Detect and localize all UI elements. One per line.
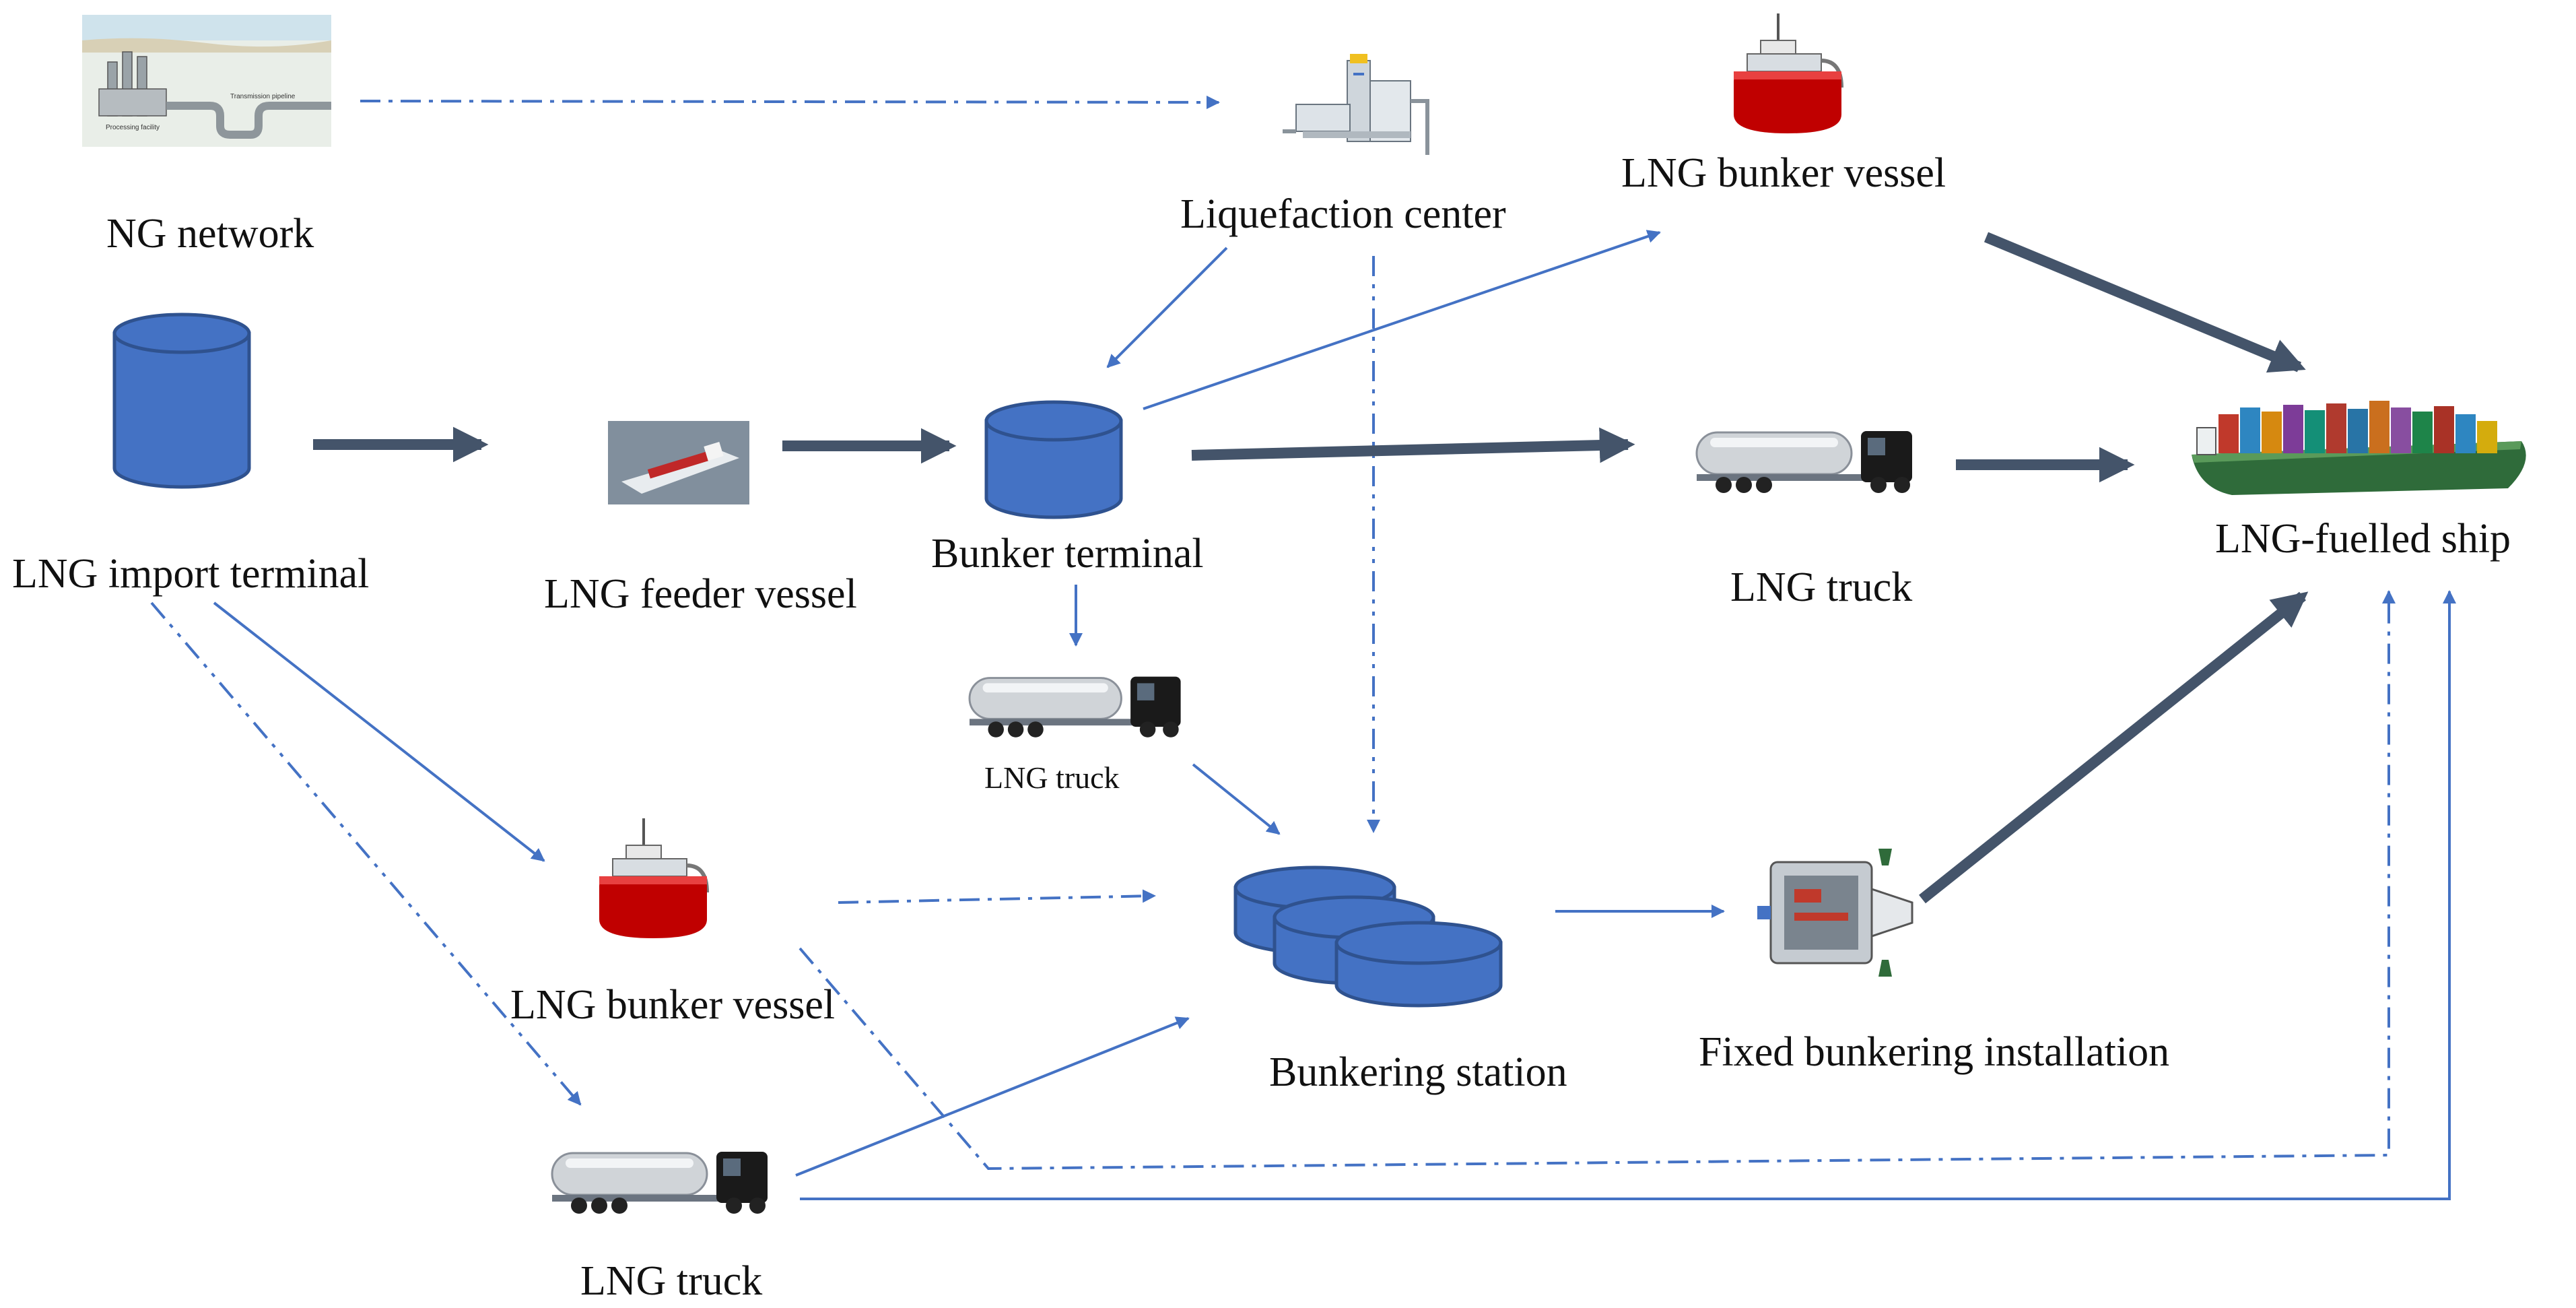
- ng-network-label: NG network: [106, 211, 314, 257]
- arrow-liquefaction-to-bunker-terminal: [1106, 247, 1228, 368]
- connectors: [150, 95, 2456, 1200]
- lng-fuelled-ship-label: LNG-fuelled ship: [2215, 516, 2511, 562]
- lng-truck-mid-label: LNG truck: [1730, 564, 1912, 610]
- arrow-import-to-truck: [150, 601, 582, 1106]
- arrow-truck-to-bunkering-station: [795, 1016, 1190, 1177]
- lng-truck-bottom-icon: [551, 1150, 769, 1215]
- feeder-vessel-icon: [608, 421, 749, 504]
- fixed-installation-icon: [1757, 849, 1913, 977]
- bunker-vessel-bottom-icon: [599, 818, 707, 938]
- pipeline-processing-label: Processing facility: [106, 124, 160, 131]
- fixed-bunkering-installation-label: Fixed bunkering installation: [1699, 1029, 2169, 1075]
- labels: NG network LNG import terminal LNG feede…: [12, 150, 2511, 1304]
- lng-truck-small-label: LNG truck: [984, 760, 1120, 795]
- arrow-import-to-bunker-vessel: [213, 601, 545, 862]
- arrow-bunker-vessel-to-ship: [1984, 232, 2306, 373]
- arrow-ng-to-liquefaction: [360, 95, 1220, 109]
- lng-import-terminal-label: LNG import terminal: [12, 551, 369, 597]
- liquefaction-plant-icon: [1283, 54, 1429, 155]
- bunker-vessel-icon: [1734, 13, 1841, 133]
- container-ship-icon: [2192, 401, 2526, 495]
- cylinder-tank-icon: [112, 313, 251, 489]
- lng-bunker-vessel-bottom-label: LNG bunker vessel: [510, 982, 835, 1028]
- lng-truck-small-icon: [968, 676, 1182, 739]
- lng-bunker-vessel-top-label: LNG bunker vessel: [1621, 150, 1946, 196]
- arrow-bunker-terminal-to-bunker-vessel: [1143, 230, 1661, 410]
- lng-feeder-vessel-label: LNG feeder vessel: [544, 571, 857, 617]
- pipeline-network-icon: Processing facility Transmission pipelin…: [82, 15, 331, 147]
- bunker-terminal-label: Bunker terminal: [931, 531, 1204, 577]
- arrow-bunker-terminal-to-truck: [1191, 427, 1635, 463]
- arrow-fixed-installation-to-ship: [1919, 591, 2309, 904]
- pipeline-transmission-label: Transmission pipeline: [230, 93, 296, 100]
- bunkering-tanks-icon: [1233, 865, 1503, 1008]
- bunkering-station-label: Bunkering station: [1269, 1049, 1567, 1095]
- arrow-small-truck-to-bunkering-station: [1192, 763, 1281, 835]
- bunker-terminal-tank-icon: [984, 400, 1123, 519]
- arrow-bunker-vessel-to-bunkering-station: [838, 889, 1156, 904]
- arrow-truck-to-ship-direct: [800, 590, 2456, 1200]
- lng-truck-bottom-label: LNG truck: [580, 1258, 762, 1304]
- liquefaction-center-label: Liquefaction center: [1180, 191, 1506, 237]
- lng-truck-icon: [1695, 430, 1913, 494]
